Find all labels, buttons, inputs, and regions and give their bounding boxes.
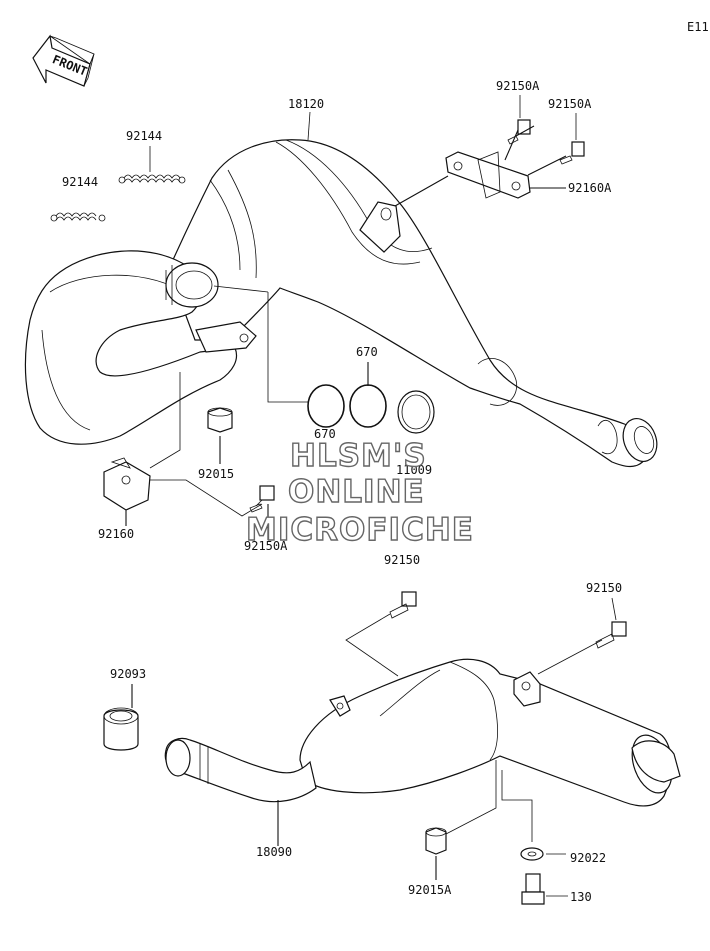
label-92144-top: 92144 — [126, 129, 162, 143]
grommet-92015 — [207, 407, 233, 433]
bolt-92150A-top — [507, 119, 535, 145]
watermark-line-2: ONLINE — [288, 474, 425, 510]
bolt-92150-right — [595, 621, 627, 649]
bolt-92150A-lower — [249, 485, 275, 513]
o-ring-670-right — [349, 384, 387, 428]
collar-92093 — [103, 707, 139, 751]
label-11009: 11009 — [396, 463, 432, 477]
label-92160A: 92160A — [568, 181, 612, 195]
label-92150-right: 92150 — [586, 581, 622, 595]
o-ring-670-left — [307, 384, 345, 428]
label-92093: 92093 — [110, 667, 146, 681]
gasket-11009 — [397, 390, 435, 434]
spring-92144-left — [50, 212, 106, 222]
page-code: E11 — [687, 20, 709, 34]
bracket-92160A — [445, 151, 531, 199]
label-92144-left: 92144 — [62, 175, 98, 189]
label-18090: 18090 — [256, 845, 292, 859]
label-670-top: 670 — [356, 345, 378, 359]
label-92150A-3: 92150A — [244, 539, 288, 553]
label-92015A: 92015A — [408, 883, 452, 897]
washer-92022 — [520, 847, 544, 861]
tailpipe-18090 — [164, 737, 317, 803]
spring-92144-top — [118, 174, 186, 184]
bolt-92150-mid — [389, 591, 417, 619]
label-92150-mid: 92150 — [384, 553, 420, 567]
expansion-chamber-18120 — [24, 139, 658, 468]
silencer — [299, 658, 681, 807]
label-92015: 92015 — [198, 467, 234, 481]
label-92150A-1: 92150A — [496, 79, 540, 93]
front-arrow-icon: FRONT — [32, 34, 95, 87]
watermark-line-1: HLSM'S — [290, 438, 427, 474]
label-18120: 18120 — [288, 97, 324, 111]
label-92160: 92160 — [98, 527, 134, 541]
watermark-line-3: MICROFICHE — [246, 512, 474, 548]
grommet-92015A — [425, 827, 447, 855]
label-92022: 92022 — [570, 851, 606, 865]
bracket-92160 — [103, 457, 151, 511]
watermark: HLSM'S ONLINE MICROFICHE — [245, 437, 474, 548]
bolt-92150A-right — [559, 141, 585, 165]
bolt-130 — [521, 873, 545, 905]
label-670-overlap: 670 — [314, 427, 336, 441]
label-92150A-2: 92150A — [548, 97, 592, 111]
label-130: 130 — [570, 890, 592, 904]
